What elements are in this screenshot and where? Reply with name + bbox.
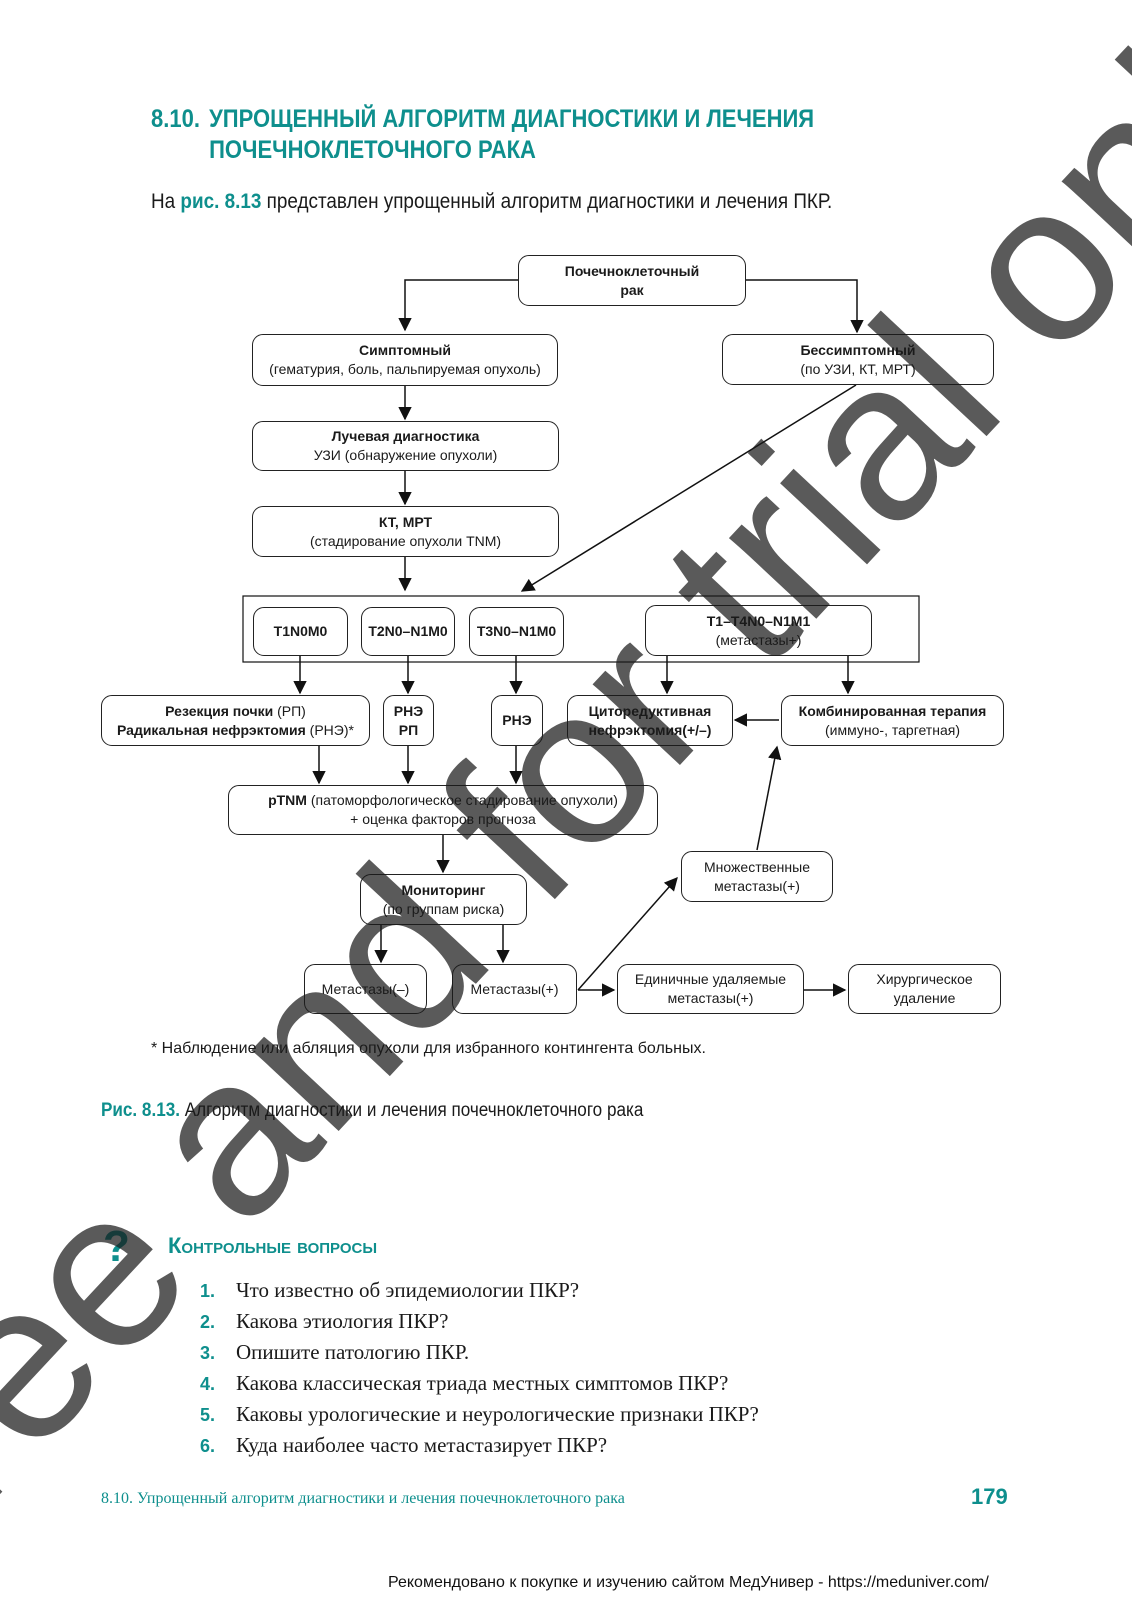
list-item: 3.Опишите патологию ПКР.	[200, 1340, 470, 1364]
section-title-line1: УПРОЩЕННЫЙ АЛГОРИТМ ДИАГНОСТИКИ И ЛЕЧЕНИ…	[209, 105, 815, 133]
box-metastases-positive: Метастазы(+)	[452, 964, 577, 1014]
arrow-metpos-multiple	[577, 876, 678, 991]
section-number: 8.10.	[151, 105, 200, 133]
box-combined-therapy: Комбинированная терапия(иммуно-, таргетн…	[781, 695, 1004, 746]
arrow-root-symptomatic	[398, 279, 518, 332]
page-number: 179	[971, 1484, 1008, 1509]
intro-text-start: На	[151, 190, 181, 213]
list-item: 6.Куда наиболее часто метастазирует ПКР?	[200, 1433, 608, 1457]
section-title-line2: ПОЧЕЧНОКЛЕТОЧНОГО РАКА	[209, 136, 536, 164]
figure-caption-text: Алгоритм диагностики и лечения почечнокл…	[179, 1100, 644, 1121]
box-stage-t3: T3N0–N1M0	[469, 607, 564, 656]
intro-paragraph: На рис. 8.13 представлен упрощенный алго…	[151, 190, 832, 214]
question-mark-icon: ?	[103, 1222, 130, 1271]
arrow-multiple-combined	[756, 745, 782, 851]
flowchart-footnote: * Наблюдение или абляция опухоли для изб…	[151, 1040, 706, 1057]
stage-group-frame	[242, 595, 920, 663]
list-item: 5.Каковы урологические и неурологические…	[200, 1402, 759, 1426]
arrow-asymptomatic-stages	[520, 384, 857, 592]
box-asymptomatic: Бессимптомный(по УЗИ, КТ, МРТ)	[722, 334, 994, 385]
box-stage-t1n0m0: T1N0M0	[253, 607, 348, 656]
questions-list: 1.Что известно об эпидемиологии ПКР? 2.К…	[200, 1275, 759, 1461]
box-metastases-negative: Метастазы(–)	[304, 964, 427, 1014]
list-item: 2.Какова этиология ПКР?	[200, 1309, 449, 1333]
figure-caption-number: Рис. 8.13.	[101, 1100, 180, 1121]
intro-text-end: представлен упрощенный алгоритм диагност…	[261, 190, 833, 213]
list-item: 1.Что известно об эпидемиологии ПКР?	[200, 1278, 580, 1302]
box-symptomatic: Симптомный(гематурия, боль, пальпируемая…	[252, 334, 558, 386]
box-monitoring: Мониторинг(по группам риска)	[360, 874, 527, 925]
arrow-root-asymptomatic	[744, 279, 864, 334]
figure-reference-link[interactable]: рис. 8.13	[180, 190, 262, 213]
box-resection: Резекция почки (РП) Радикальная нефрэкто…	[101, 695, 370, 746]
running-footer-title: 8.10. Упрощенный алгоритм диагностики и …	[101, 1490, 625, 1507]
box-ct-mri: КТ, МРТ(стадирование опухоли TNM)	[252, 506, 559, 557]
box-ptnm: pTNM (патоморфологическое стадирование о…	[228, 785, 658, 835]
box-stage-t2: T2N0–N1M0	[361, 607, 455, 656]
box-rne: РНЭ	[491, 695, 543, 746]
list-item: 4.Какова классическая триада местных сим…	[200, 1371, 729, 1395]
box-stage-t4-metastases: T1–T4N0–N1M1(метастазы+)	[645, 605, 872, 656]
section-title: 8.10. УПРОЩЕННЫЙ АЛГОРИТМ ДИАГНОСТИКИ И Л…	[151, 104, 855, 166]
recommendation-footer: Рекомендовано к покупке и изучению сайто…	[388, 1574, 989, 1591]
figure-caption: Рис. 8.13. Алгоритм диагностики и лечени…	[101, 1100, 643, 1122]
questions-heading: Контрольные вопросы	[168, 1233, 378, 1258]
